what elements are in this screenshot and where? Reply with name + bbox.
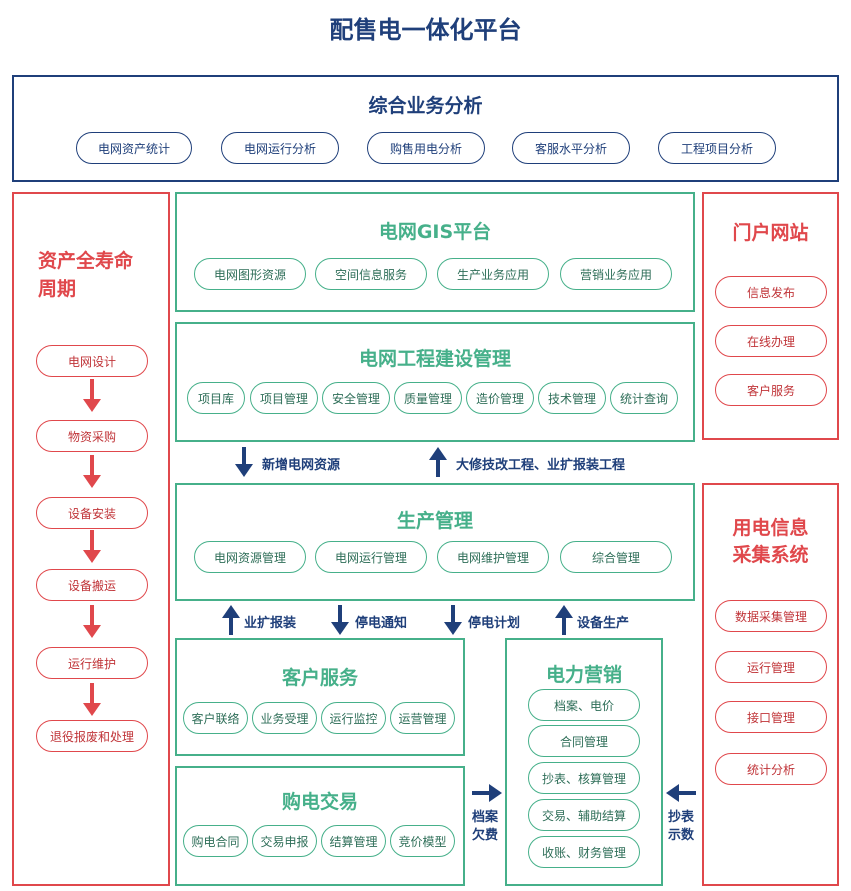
construction-item[interactable]: 项目管理 xyxy=(250,382,318,414)
asset-step[interactable]: 设备搬运 xyxy=(36,569,148,601)
marketing-item[interactable]: 合同管理 xyxy=(528,725,640,757)
construction-item[interactable]: 造价管理 xyxy=(466,382,534,414)
power-info-collection-panel: 用电信息 采集系统 数据采集管理 运行管理 接口管理 统计分析 xyxy=(702,483,839,886)
power-trade-panel: 购电交易 购电合同 交易申报 结算管理 竞价模型 xyxy=(175,766,465,886)
trade-title: 购电交易 xyxy=(281,791,358,813)
trade-item[interactable]: 结算管理 xyxy=(321,825,386,857)
analysis-item[interactable]: 客服水平分析 xyxy=(512,132,630,164)
production-panel: 生产管理 电网资源管理 电网运行管理 电网维护管理 综合管理 xyxy=(175,483,695,601)
new-grid-resource-label: 新增电网资源 xyxy=(262,458,341,473)
portal-item[interactable]: 客户服务 xyxy=(715,374,827,406)
collect-item[interactable]: 运行管理 xyxy=(715,651,827,683)
down-arrow-icon xyxy=(83,455,101,488)
outage-notice-label: 停电通知 xyxy=(355,616,408,631)
production-item[interactable]: 电网维护管理 xyxy=(437,541,549,573)
page-title: 配售电一体化平台 xyxy=(329,16,522,44)
down-arrow-icon xyxy=(83,530,101,563)
analysis-item[interactable]: 电网资产统计 xyxy=(76,132,192,164)
gis-item[interactable]: 空间信息服务 xyxy=(315,258,427,290)
gis-item[interactable]: 营销业务应用 xyxy=(560,258,672,290)
trade-item[interactable]: 交易申报 xyxy=(252,825,317,857)
analysis-item[interactable]: 电网运行分析 xyxy=(221,132,339,164)
construction-item[interactable]: 技术管理 xyxy=(538,382,606,414)
trade-item[interactable]: 竞价模型 xyxy=(390,825,455,857)
customer-item[interactable]: 运营管理 xyxy=(390,702,455,734)
gis-platform-panel: 电网GIS平台 电网图形资源 空间信息服务 生产业务应用 营销业务应用 xyxy=(175,192,695,312)
customer-item[interactable]: 业务受理 xyxy=(252,702,317,734)
asset-step[interactable]: 运行维护 xyxy=(36,647,148,679)
portal-item[interactable]: 在线办理 xyxy=(715,325,827,357)
construction-title: 电网工程建设管理 xyxy=(358,348,511,370)
asset-title-line1: 资产全寿命 xyxy=(38,250,134,272)
portal-item[interactable]: 信息发布 xyxy=(715,276,827,308)
customer-service-panel: 客户服务 客户联络 业务受理 运行监控 运营管理 xyxy=(175,638,465,756)
production-item[interactable]: 综合管理 xyxy=(560,541,672,573)
asset-lifecycle-panel: 资产全寿命 周期 电网设计 物资采购 设备安装 设备搬运 运行维护 退役报废和处… xyxy=(12,192,170,886)
gis-item[interactable]: 电网图形资源 xyxy=(194,258,306,290)
down-arrow-icon xyxy=(83,683,101,716)
production-title: 生产管理 xyxy=(396,510,473,532)
asset-step[interactable]: 退役报废和处理 xyxy=(36,720,148,752)
down-arrow-icon xyxy=(83,379,101,412)
down-arrow-icon xyxy=(83,605,101,638)
meter-reading-label-line1: 抄表 xyxy=(668,810,695,825)
analysis-item[interactable]: 工程项目分析 xyxy=(658,132,776,164)
down-arrow-icon xyxy=(235,447,253,477)
construction-item[interactable]: 质量管理 xyxy=(394,382,462,414)
outage-plan-label: 停电计划 xyxy=(468,616,521,631)
asset-step[interactable]: 电网设计 xyxy=(36,345,148,377)
collect-item[interactable]: 接口管理 xyxy=(715,701,827,733)
down-arrow-icon xyxy=(331,605,349,635)
up-arrow-icon xyxy=(555,605,573,635)
marketing-item[interactable]: 交易、辅助结算 xyxy=(528,799,640,831)
analysis-title: 综合业务分析 xyxy=(368,95,483,117)
left-arrow-icon xyxy=(666,784,696,802)
gis-item[interactable]: 生产业务应用 xyxy=(437,258,549,290)
power-marketing-panel: 电力营销 档案、电价 合同管理 抄表、核算管理 交易、辅助结算 收账、财务管理 xyxy=(505,638,663,886)
production-item[interactable]: 电网资源管理 xyxy=(194,541,306,573)
analysis-item[interactable]: 购售用电分析 xyxy=(367,132,485,164)
archive-label-line2: 欠费 xyxy=(472,828,499,843)
asset-title-line2: 周期 xyxy=(38,278,77,300)
asset-step[interactable]: 设备安装 xyxy=(36,497,148,529)
construction-item[interactable]: 项目库 xyxy=(187,382,245,414)
customer-title: 客户服务 xyxy=(281,667,358,689)
analysis-panel: 综合业务分析 电网资产统计 电网运行分析 购售用电分析 客服水平分析 工程项目分… xyxy=(12,75,839,182)
business-expansion-label: 业扩报装 xyxy=(244,616,297,631)
collect-title-line2: 采集系统 xyxy=(732,544,809,566)
up-arrow-icon xyxy=(429,447,447,477)
marketing-item[interactable]: 档案、电价 xyxy=(528,689,640,721)
meter-reading-label-line2: 示数 xyxy=(668,828,695,843)
gis-title: 电网GIS平台 xyxy=(378,221,492,243)
marketing-item[interactable]: 收账、财务管理 xyxy=(528,836,640,868)
collect-title-line1: 用电信息 xyxy=(732,517,809,539)
customer-item[interactable]: 客户联络 xyxy=(183,702,248,734)
down-arrow-icon xyxy=(444,605,462,635)
portal-title: 门户网站 xyxy=(732,222,809,244)
marketing-item[interactable]: 抄表、核算管理 xyxy=(528,762,640,794)
collect-item[interactable]: 数据采集管理 xyxy=(715,600,827,632)
right-arrow-icon xyxy=(472,784,502,802)
production-item[interactable]: 电网运行管理 xyxy=(315,541,427,573)
construction-item[interactable]: 安全管理 xyxy=(322,382,390,414)
trade-item[interactable]: 购电合同 xyxy=(183,825,248,857)
collect-item[interactable]: 统计分析 xyxy=(715,753,827,785)
construction-panel: 电网工程建设管理 项目库 项目管理 安全管理 质量管理 造价管理 技术管理 统计… xyxy=(175,322,695,442)
asset-step[interactable]: 物资采购 xyxy=(36,420,148,452)
archive-label-line1: 档案 xyxy=(472,810,499,825)
up-arrow-icon xyxy=(222,605,240,635)
construction-item[interactable]: 统计查询 xyxy=(610,382,678,414)
overhaul-project-label: 大修技改工程、业扩报装工程 xyxy=(456,458,626,473)
equipment-production-label: 设备生产 xyxy=(577,616,630,631)
portal-panel: 门户网站 信息发布 在线办理 客户服务 xyxy=(702,192,839,440)
marketing-title: 电力营销 xyxy=(545,664,622,686)
customer-item[interactable]: 运行监控 xyxy=(321,702,386,734)
